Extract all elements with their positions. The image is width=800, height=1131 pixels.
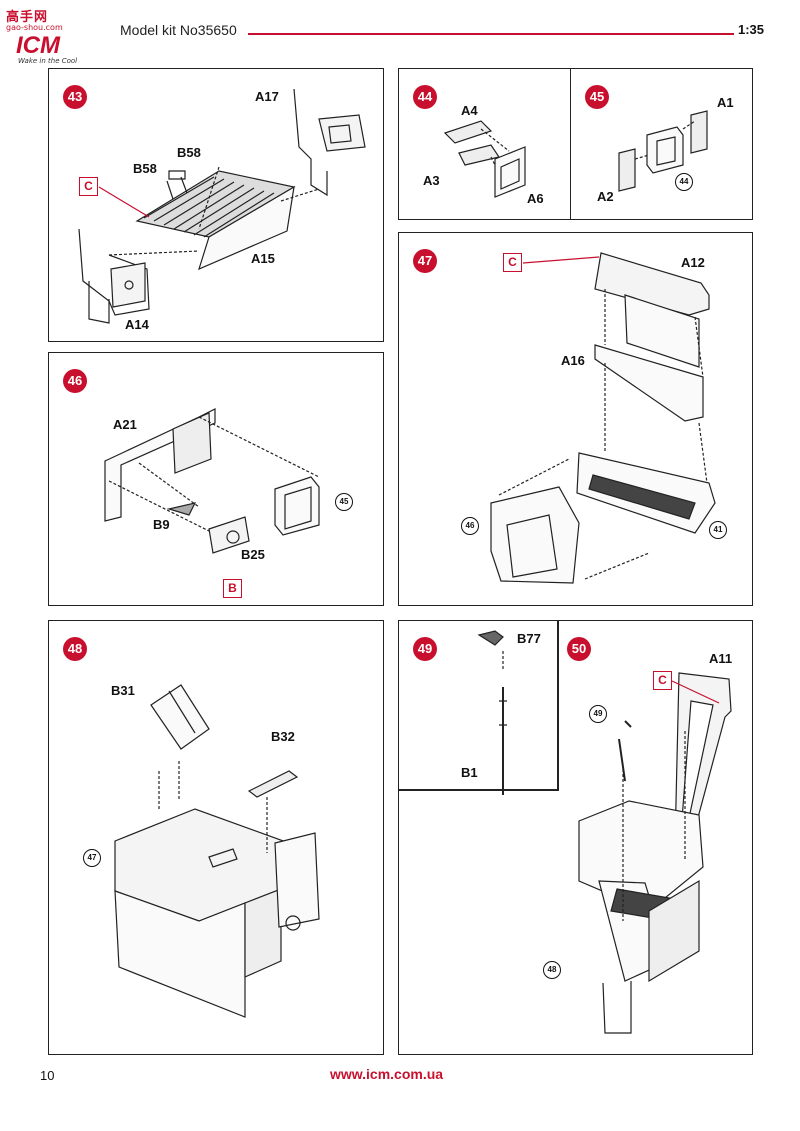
model-kit-title: Model kit No35650 (120, 22, 237, 38)
ref-step-49: 49 (589, 705, 607, 723)
step-45-drawing (571, 69, 754, 221)
part-label-a3: A3 (423, 173, 440, 188)
part-label-a17: A17 (255, 89, 279, 104)
part-label-b31: B31 (111, 683, 135, 698)
step-50-badge: 50 (567, 637, 591, 661)
step-45-badge: 45 (585, 85, 609, 109)
step-44-panel: 44 A4 A3 A6 (398, 68, 571, 220)
step-49-badge: 49 (413, 637, 437, 661)
step-47-panel: 47 C A12 A16 46 41 (398, 232, 753, 606)
part-label-a11: A11 (709, 651, 733, 666)
step-44-badge: 44 (413, 85, 437, 109)
website-link[interactable]: www.icm.com.ua (330, 1066, 444, 1082)
step-48-panel: 48 B31 B32 47 (48, 620, 384, 1055)
ref-step-48: 48 (543, 961, 561, 979)
part-label-b32: B32 (271, 729, 295, 744)
part-label-b77: B77 (517, 631, 541, 646)
page-number: 10 (40, 1068, 55, 1083)
part-label-b58-right: B58 (177, 145, 201, 160)
step-48-badge: 48 (63, 637, 87, 661)
part-label-a2: A2 (597, 189, 614, 204)
step-50-drawing (399, 621, 754, 1056)
step-47-badge: 47 (413, 249, 437, 273)
logo-brand: ICM (16, 32, 60, 59)
logo-watermark: 高手网 (6, 10, 49, 25)
icm-logo: 高手网 gao-shou.com ICM Wake in the Cool (4, 6, 96, 66)
part-label-a16: A16 (561, 353, 585, 368)
step-44-drawing (399, 69, 572, 221)
part-label-a15: A15 (251, 251, 275, 266)
step-46-badge: 46 (63, 369, 87, 393)
step-43-drawing (49, 69, 385, 343)
callout-c: C (653, 671, 672, 690)
part-label-b1: B1 (461, 765, 478, 780)
step-48-drawing (49, 621, 385, 1056)
step-45-panel: 45 A1 A2 44 (570, 68, 753, 220)
callout-c: C (503, 253, 522, 272)
logo-tagline: Wake in the Cool (18, 57, 78, 65)
header-rule (248, 33, 734, 35)
ref-step-46: 46 (461, 517, 479, 535)
step-49-50-panel: 49 B77 B1 50 A11 C 49 48 (398, 620, 753, 1055)
ref-step-44: 44 (675, 173, 693, 191)
part-label-a12: A12 (681, 255, 705, 270)
step-46-drawing (49, 353, 385, 607)
step-46-panel: 46 A21 B9 B25 B 45 (48, 352, 384, 606)
part-label-a6: A6 (527, 191, 544, 206)
part-label-b25: B25 (241, 547, 265, 562)
step-47-drawing (399, 233, 754, 607)
part-label-a21: A21 (113, 417, 137, 432)
callout-b: B (223, 579, 242, 598)
step-43-panel: 43 A17 B58 B58 C A15 A14 (48, 68, 384, 342)
scale-label: 1:35 (738, 22, 765, 37)
step-49-divider (557, 621, 559, 789)
callout-c: C (79, 177, 98, 196)
part-label-b9: B9 (153, 517, 170, 532)
step-43-badge: 43 (63, 85, 87, 109)
ref-step-41: 41 (709, 521, 727, 539)
step-49-divider-bottom (399, 789, 559, 791)
part-label-a1: A1 (717, 95, 734, 110)
logo-watermark-url: gao-shou.com (6, 23, 63, 32)
ref-step-47: 47 (83, 849, 101, 867)
ref-step-45: 45 (335, 493, 353, 511)
part-label-b58-left: B58 (133, 161, 157, 176)
part-label-a4: A4 (461, 103, 478, 118)
part-label-a14: A14 (125, 317, 149, 332)
